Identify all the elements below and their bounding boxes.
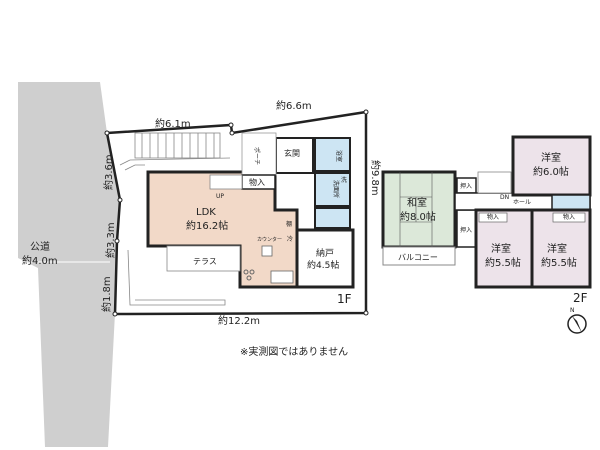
youshitsu-a [511, 135, 592, 197]
dim-right: 約9.8m [369, 160, 382, 196]
floor2-label: 2F [573, 291, 588, 305]
bath-label: 浴室 [335, 150, 343, 162]
compass-label: N [570, 307, 575, 314]
floor1-label: 1F [337, 292, 352, 306]
youshitsu-b [474, 208, 534, 289]
washitsu-name: 和室 [407, 196, 427, 209]
storage-label-1f: 物入 [249, 177, 265, 187]
stairs-1f [209, 174, 243, 190]
road-label: 公道 [30, 240, 50, 253]
ldk-size: 約16.2帖 [186, 219, 228, 232]
bath-room [314, 137, 351, 172]
ldk-name: LDK [196, 207, 216, 218]
stairs-2f [477, 171, 512, 194]
washitsu-size: 約8.0帖 [400, 210, 436, 223]
washitsu-room [381, 170, 457, 249]
entrance [275, 137, 314, 174]
toilet-1f [314, 207, 351, 229]
disclaimer-note: ※実測図ではありません [240, 345, 348, 358]
fridge-label: 冷 [287, 235, 293, 243]
nando-name: 納戸 [316, 247, 334, 259]
counter-label: カウンター [257, 236, 282, 243]
road-area [18, 82, 120, 447]
compass-icon: N [567, 307, 587, 334]
terrace [166, 245, 241, 272]
dim-left-mid: 約3.3m [104, 222, 117, 258]
exterior-stairs [119, 132, 231, 306]
youshitsu-c-size: 約5.5帖 [541, 256, 577, 269]
oshiire-label-bottom: 押入 [460, 226, 472, 234]
kitchen-stove [261, 245, 273, 257]
laundry-label: 洗 [341, 176, 347, 184]
storage-label-2f-b: 物入 [487, 213, 499, 221]
youshitsu-b-size: 約5.5帖 [485, 256, 521, 269]
youshitsu-a-name: 洋室 [541, 151, 561, 164]
dim-left-top: 約3.6m [102, 154, 115, 190]
porch-label: ポーチ [253, 147, 261, 165]
youshitsu-a-size: 約6.0帖 [533, 165, 569, 178]
terrace-label: テラス [193, 257, 217, 266]
washroom [314, 172, 351, 207]
dn-label: DN [500, 194, 509, 201]
youshitsu-c [530, 208, 592, 289]
kitchen-sink [270, 270, 294, 284]
entrance-label: 玄関 [284, 148, 300, 158]
shelf-label: 棚 [286, 220, 292, 228]
up-label: UP [216, 193, 224, 200]
storage-label-2f-c: 物入 [563, 213, 575, 221]
dim-top-left: 約6.1m [155, 117, 191, 130]
youshitsu-c-name: 洋室 [547, 242, 567, 255]
balcony [382, 246, 456, 266]
road-width: 約4.0m [22, 254, 58, 267]
dim-top-right: 約6.6m [276, 99, 312, 112]
washroom-label: 洗面所 [332, 180, 340, 198]
porch [241, 132, 277, 176]
nando-size: 約4.5帖 [307, 259, 339, 271]
dim-left-bottom: 約1.8m [100, 276, 113, 312]
balcony-label: バルコニー [398, 253, 438, 262]
hall-label: ホール [513, 199, 531, 206]
nando-room [295, 228, 355, 289]
toilet-2f [551, 194, 591, 211]
youshitsu-b-name: 洋室 [491, 242, 511, 255]
oshiire-label-top: 押入 [460, 182, 472, 190]
dim-bottom: 約12.2m [218, 314, 260, 327]
